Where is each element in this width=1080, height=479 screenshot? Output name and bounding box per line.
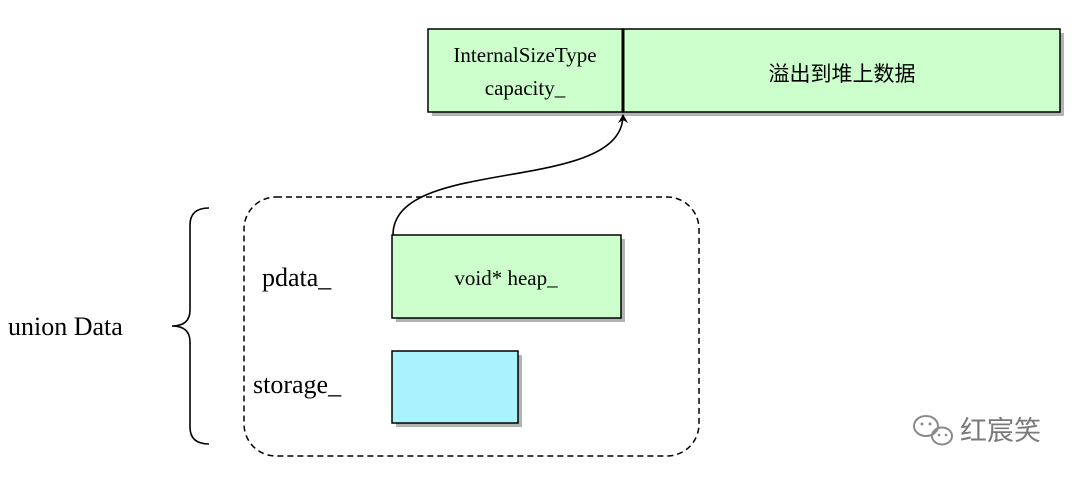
storage-box <box>391 350 519 424</box>
heap-pointer-label: void* heap_ <box>454 266 558 290</box>
pdata-label: pdata_ <box>262 263 332 292</box>
union-container <box>243 196 700 457</box>
heap-pointer-arrow <box>392 114 628 236</box>
capacity-field-label: capacity_ <box>485 76 566 100</box>
overflow-data-cell <box>622 28 1061 113</box>
wechat-icon <box>913 415 953 446</box>
watermark-text: 红宸笑 <box>960 416 1041 447</box>
pdata-box <box>391 234 622 319</box>
storage-label: storage_ <box>253 370 342 399</box>
capacity-cell <box>427 28 624 113</box>
watermark: 红宸笑 <box>913 415 1041 447</box>
heap-block: InternalSizeType capacity_ 溢出到堆上数据 <box>427 28 1064 116</box>
union-brace <box>171 207 210 445</box>
union-data-label: union Data <box>8 312 123 341</box>
overflow-data-label: 溢出到堆上数据 <box>769 62 916 86</box>
capacity-type-label: InternalSizeType <box>453 43 596 67</box>
